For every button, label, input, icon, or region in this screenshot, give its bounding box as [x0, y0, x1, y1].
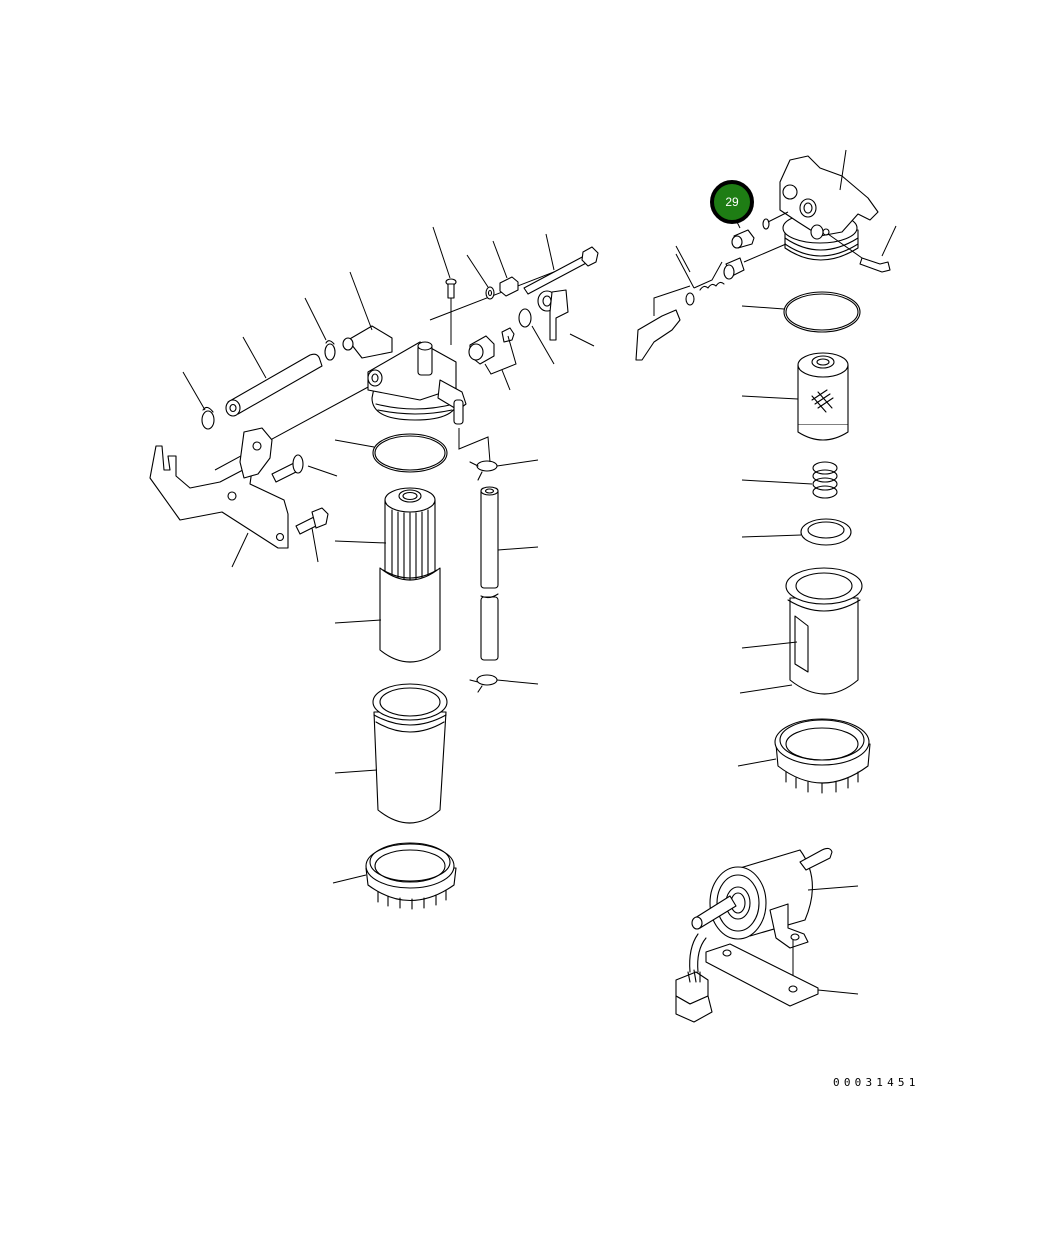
filter-head-right — [780, 150, 878, 260]
hose-clip-mid — [305, 298, 335, 360]
pump-mount-bracket — [706, 904, 858, 1006]
priming-pump-parts — [636, 244, 786, 360]
hose-clamp-upper — [470, 460, 538, 480]
hose-clamp-lower — [470, 675, 538, 692]
pump-connector — [676, 934, 712, 1022]
fuel-hose — [226, 337, 322, 416]
ring-nut-left — [333, 843, 456, 909]
filter-bowl-left — [335, 684, 447, 823]
fitting-pair — [469, 328, 516, 390]
long-bolt — [524, 234, 598, 294]
mounting-bracket-left — [150, 428, 288, 567]
screen-element — [742, 353, 848, 440]
drawing-number: 00031451 — [833, 1076, 920, 1089]
o-ring-left — [335, 434, 447, 472]
nut — [493, 241, 518, 296]
o-ring-small — [519, 309, 554, 364]
seal-ring — [742, 519, 851, 545]
separator-bowl — [740, 568, 862, 694]
elbow-fitting — [538, 290, 594, 346]
screw-top — [433, 227, 456, 345]
filter-element-left — [335, 488, 435, 583]
electric-fuel-pump — [692, 848, 858, 939]
hose-clip-left — [183, 372, 214, 429]
washer — [467, 255, 494, 299]
head-screw — [828, 226, 896, 272]
right-filter-assembly — [636, 150, 896, 793]
drain-tube — [481, 487, 538, 660]
drain-link — [459, 428, 490, 462]
bracket-bolt-upper — [272, 455, 337, 482]
fuel-pump-assembly — [676, 848, 858, 1022]
callout-29[interactable]: 29 — [710, 180, 754, 224]
spring — [742, 462, 837, 498]
filter-head-left — [343, 272, 466, 424]
ring-nut-right — [738, 719, 870, 793]
callout-29-label: 29 — [725, 195, 739, 209]
left-filter-assembly — [150, 227, 598, 909]
bracket-bolt-lower — [296, 508, 328, 562]
filter-body-left — [335, 568, 440, 662]
o-ring-right — [742, 292, 860, 332]
